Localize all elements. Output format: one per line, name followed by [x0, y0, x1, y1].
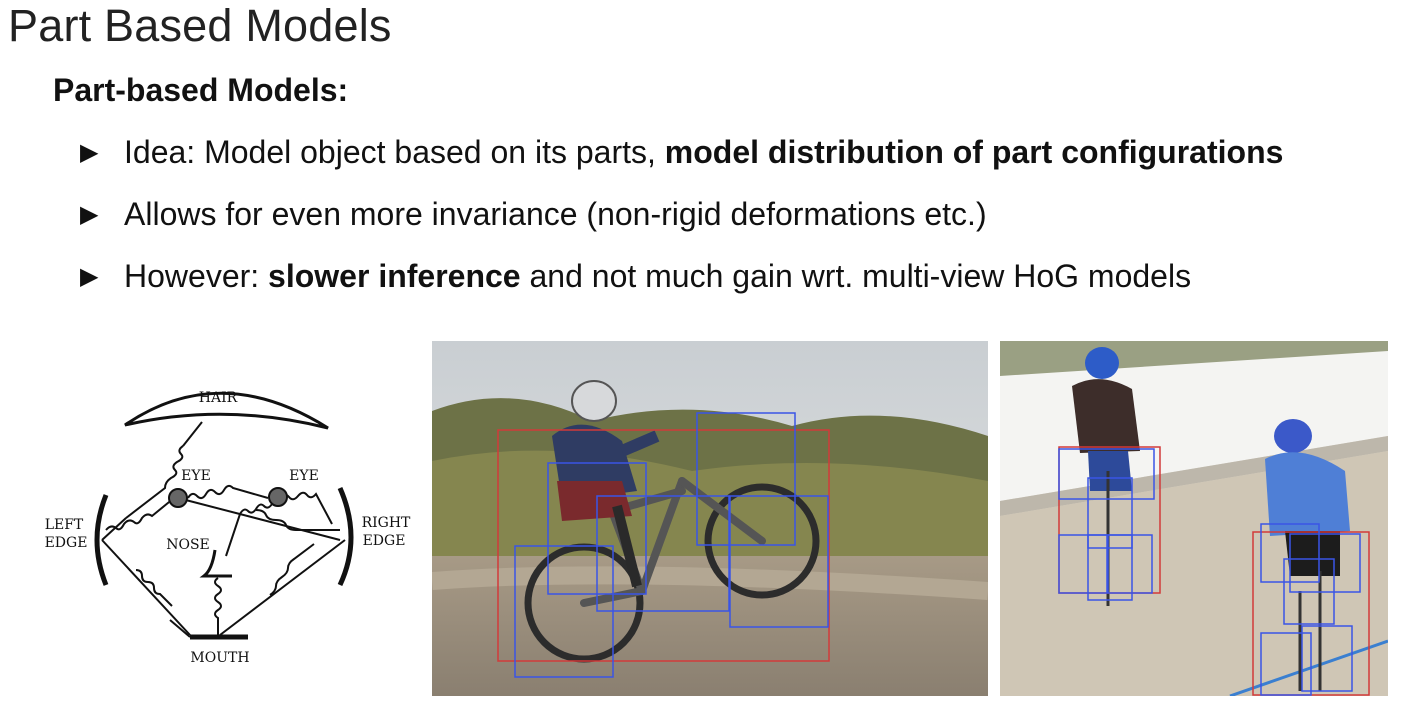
left-edge-label-1: LEFT	[45, 517, 84, 533]
bullet-3-text: However:	[124, 258, 269, 294]
slide-subtitle: Part-based Models:	[53, 72, 349, 108]
part-box	[1289, 533, 1361, 593]
bullet-2-text: Allows for even more invariance (non-rig…	[124, 196, 987, 232]
part-box	[696, 412, 796, 546]
mouth-label: MOUTH	[190, 650, 249, 666]
hair-label: HAIR	[199, 390, 238, 406]
nose-part	[199, 549, 232, 578]
nose-label: NOSE	[166, 537, 210, 553]
part-box	[1058, 534, 1108, 594]
part-box	[1260, 632, 1312, 696]
face-part-diagram: HAIR EYE EYE LEFT EDGE RIGHT EDGE NOSE M…	[40, 380, 420, 675]
left-edge-label-2: EDGE	[45, 535, 88, 551]
bullet-2: ▶ Allows for even more invariance (non-ri…	[80, 196, 987, 233]
bullet-3: ▶ However: slower inference and not much …	[80, 258, 1191, 295]
eye-right-label: EYE	[289, 468, 319, 484]
left-edge-part	[94, 494, 109, 586]
part-box	[1283, 558, 1335, 625]
right-triangle-icon: ▶	[80, 263, 99, 290]
right-edge-part	[337, 486, 354, 587]
part-box	[514, 545, 614, 678]
slide-title: Part Based Models	[8, 0, 392, 51]
right-triangle-icon: ▶	[80, 201, 99, 228]
bullet-3-bold: slower inference	[268, 258, 521, 294]
bullet-3-text-end: and not much gain wrt. multi-view HoG mo…	[520, 258, 1192, 294]
right-triangle-icon: ▶	[80, 139, 99, 166]
right-eye-part	[268, 487, 288, 507]
hair-part	[124, 391, 329, 430]
right-edge-label-2: EDGE	[363, 533, 406, 549]
bullet-1-bold: model distribution of part configuration…	[664, 134, 1284, 170]
track-cyclists-photo	[1000, 341, 1389, 698]
root-detection-box	[497, 429, 830, 662]
part-box	[729, 495, 829, 628]
right-edge-label-1: RIGHT	[362, 515, 411, 531]
part-box	[1107, 534, 1153, 594]
left-eye-part	[168, 488, 188, 508]
part-box	[1301, 625, 1353, 692]
eye-left-label: EYE	[181, 468, 211, 484]
bullet-1-text: Idea: Model object based on its parts,	[124, 134, 665, 170]
bullet-1: ▶Idea: Model object based on its parts, …	[80, 134, 1283, 171]
part-box	[1058, 448, 1155, 500]
bmx-rider-photo	[431, 341, 989, 696]
part-box	[1087, 477, 1133, 549]
part-box	[596, 495, 730, 612]
